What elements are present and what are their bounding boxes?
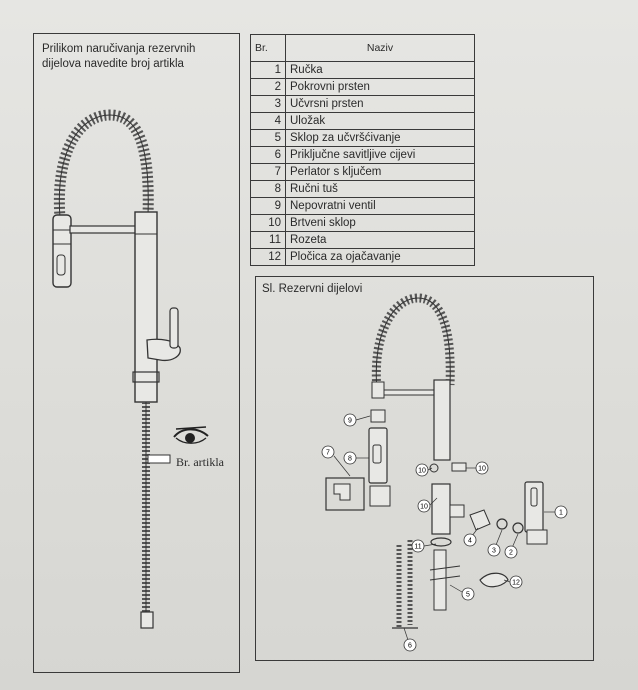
svg-text:2: 2 <box>509 550 513 557</box>
callout-2: 2 <box>504 545 518 559</box>
article-number-label: Br. artikla <box>176 455 224 469</box>
svg-text:10: 10 <box>420 504 428 511</box>
svg-text:11: 11 <box>414 544 421 551</box>
svg-text:10: 10 <box>478 466 486 473</box>
figure-caption: Sl. Rezervni dijelovi <box>262 283 363 295</box>
callout-4: 4 <box>463 533 477 547</box>
svg-text:6: 6 <box>408 643 412 650</box>
part-name: Ručni tuš <box>285 180 475 198</box>
callout-3: 3 <box>487 543 501 557</box>
svg-text:3: 3 <box>492 548 496 555</box>
faucet-overview-panel: Prilikom naručivanja rezervnih dijelova … <box>33 33 240 673</box>
callout-8: 8 <box>343 451 357 465</box>
part-name: Pokrovni prsten <box>285 78 475 96</box>
svg-text:7: 7 <box>326 450 330 457</box>
callout-1: 1 <box>554 505 568 519</box>
callout-12: 12 <box>509 575 523 589</box>
callout-6: 6 <box>403 638 417 652</box>
svg-text:9: 9 <box>348 418 352 425</box>
part-name: Rozeta <box>285 231 475 249</box>
callout-10b: 10 <box>475 461 489 475</box>
callout-10c: 10 <box>417 499 431 513</box>
part-number: 12 <box>250 248 286 266</box>
svg-text:4: 4 <box>468 538 472 545</box>
callout-9: 9 <box>343 413 357 427</box>
svg-text:12: 12 <box>512 580 520 587</box>
callout-10a: 10 <box>415 463 429 477</box>
spare-parts-figure-panel: Sl. Rezervni dijelovi <box>255 276 594 661</box>
order-instruction: Prilikom naručivanja rezervnih dijelova … <box>42 43 196 70</box>
svg-text:8: 8 <box>348 456 352 463</box>
callout-5: 5 <box>461 587 475 601</box>
svg-text:10: 10 <box>418 468 426 475</box>
part-name: Pločica za ojačavanje <box>285 248 475 266</box>
svg-text:5: 5 <box>466 592 470 599</box>
svg-text:1: 1 <box>559 510 563 517</box>
part-name: Priključne savitljive cijevi <box>285 146 475 164</box>
callout-7: 7 <box>321 445 335 459</box>
eye-icon <box>173 426 209 444</box>
callout-11: 11 <box>411 539 425 553</box>
